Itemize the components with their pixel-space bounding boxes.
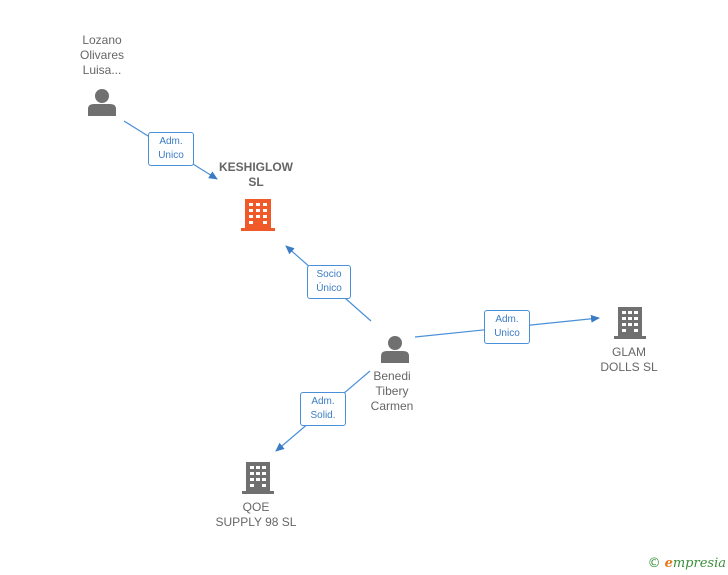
copyright-icon: ©	[647, 556, 661, 571]
person-label-lozano[interactable]: Lozano Olivares Luisa...	[79, 33, 124, 77]
edge-label-adm-unico: Adm. Unico	[484, 310, 530, 344]
brand-name: mpresia	[672, 556, 726, 571]
building-icon[interactable]	[614, 307, 646, 339]
building-icon[interactable]	[241, 199, 275, 231]
edge-label-adm-unico: Adm. Unico	[148, 132, 194, 166]
brand-logo: ©empresia	[648, 556, 726, 571]
brand-e: e	[664, 556, 673, 571]
edge-label-adm-solid: Adm. Solid.	[300, 392, 346, 426]
person-label-benedi[interactable]: Benedi Tibery Carmen	[370, 369, 414, 413]
person-icon[interactable]	[88, 89, 116, 116]
building-icon[interactable]	[242, 462, 274, 494]
edge-label-socio-unico: Socio Único	[307, 265, 351, 299]
company-label-glam-dolls[interactable]: GLAM DOLLS SL	[600, 345, 658, 374]
company-label-qoe-supply[interactable]: QOE SUPPLY 98 SL	[215, 500, 297, 529]
person-icon[interactable]	[381, 336, 409, 363]
company-label-keshiglow[interactable]: KESHIGLOW SL	[219, 160, 293, 189]
